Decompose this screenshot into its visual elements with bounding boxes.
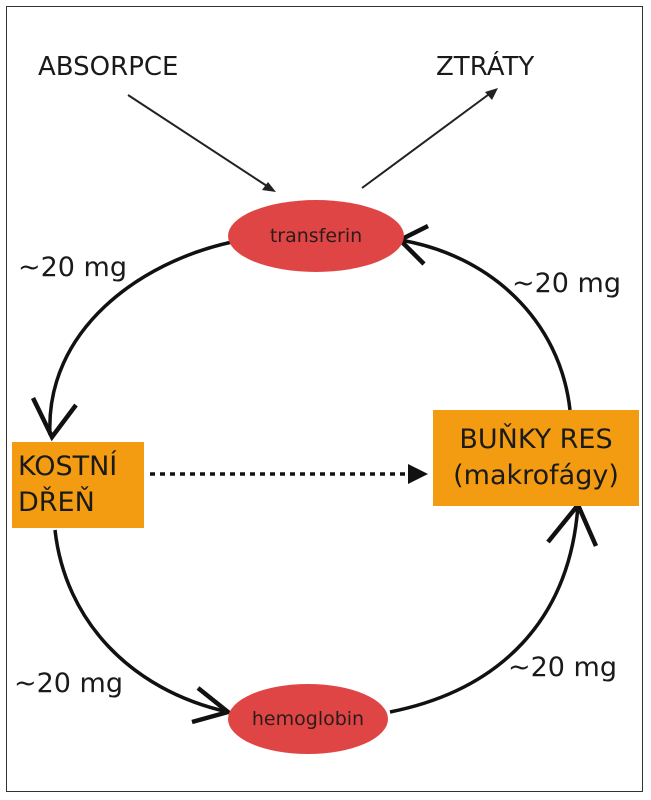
absorption-arrow bbox=[127, 94, 271, 189]
hemoglobin-label: hemoglobin bbox=[251, 708, 365, 730]
arc-hemoglobin-to-res bbox=[389, 504, 580, 714]
dotted-arrowhead bbox=[408, 464, 428, 484]
flow-label-transferrin-to-marrow: ~20 mg bbox=[18, 252, 128, 283]
flow-label-res-to-transferrin: ~20 mg bbox=[512, 268, 622, 299]
res-cells-line2: (makrofágy) bbox=[453, 460, 619, 491]
res-cells-line1: BUŇKY RES bbox=[459, 423, 613, 455]
res-cells-node: BUŇKY RES (makrofágy) bbox=[433, 410, 639, 506]
losses-arrow bbox=[361, 91, 493, 189]
arrowhead-marrow bbox=[30, 397, 78, 442]
bone-marrow-line1: KOSTNÍ bbox=[18, 450, 118, 482]
arc-res-to-transferrin bbox=[399, 238, 572, 411]
losses-arrowhead bbox=[485, 88, 498, 100]
arc-transferrin-to-marrow bbox=[48, 240, 233, 436]
flow-label-marrow-to-hemoglobin: ~20 mg bbox=[14, 668, 124, 699]
absorption-label: ABSORPCE bbox=[38, 52, 179, 82]
transferrin-label: transferin bbox=[269, 225, 363, 247]
diagram-frame bbox=[6, 6, 643, 792]
arrowhead-hemoglobin bbox=[191, 686, 233, 725]
transferrin-node: transferin bbox=[228, 200, 404, 272]
flow-label-hemoglobin-to-res: ~20 mg bbox=[508, 652, 618, 683]
arc-marrow-to-hemoglobin bbox=[53, 529, 229, 714]
losses-label: ZTRÁTY bbox=[436, 52, 535, 82]
hemoglobin-node: hemoglobin bbox=[228, 684, 388, 754]
absorption-arrowhead bbox=[262, 182, 276, 192]
bone-marrow-node: KOSTNÍ DŘEŇ bbox=[12, 442, 144, 528]
bone-marrow-line2: DŘEŇ bbox=[18, 487, 95, 518]
